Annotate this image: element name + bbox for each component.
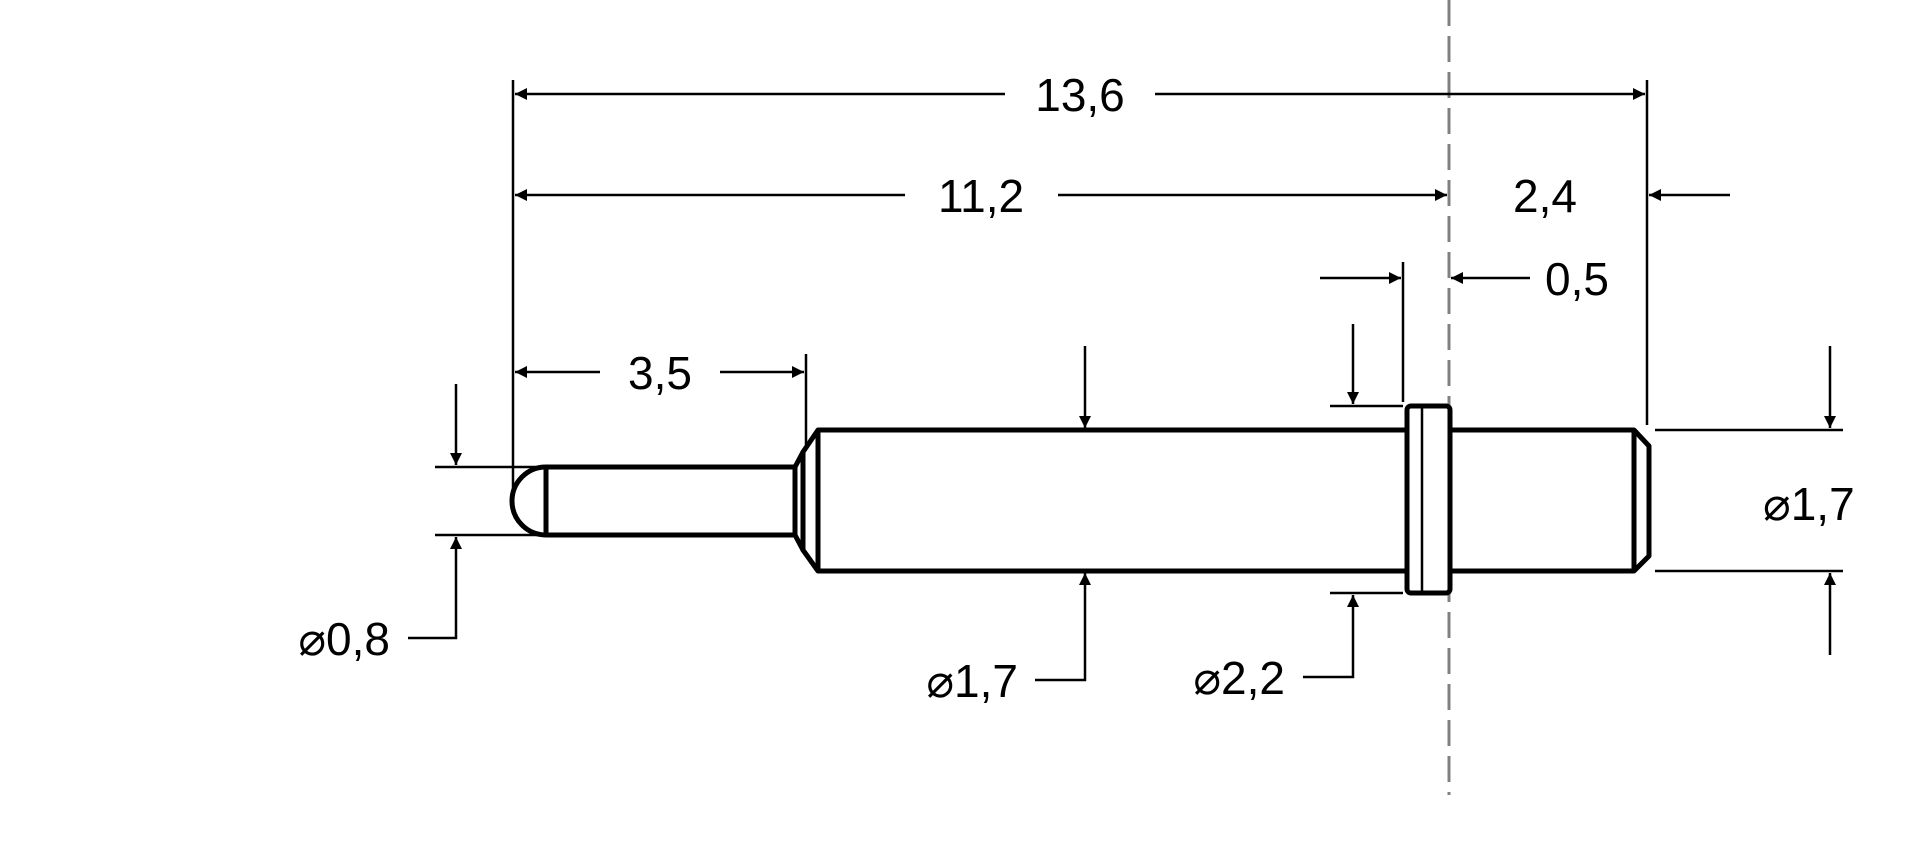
dim-label-overall-length: 13,6 (1035, 69, 1125, 121)
dim-overall-length: 13,6 (515, 69, 1645, 121)
body-diameter-value: 1,7 (954, 655, 1018, 707)
dim-collar-thickness: 0,5 (1320, 253, 1609, 305)
collar-outline (1404, 403, 1453, 596)
dim-label-tip-diameter: ⌀0,8 (298, 613, 390, 665)
tip-outline (509, 464, 798, 538)
extension-lines (435, 80, 1843, 595)
diameter-symbol: ⌀ (1193, 652, 1221, 704)
dim-label-body-diameter: ⌀1,7 (926, 655, 1018, 707)
diameter-symbol: ⌀ (926, 655, 954, 707)
dim-label-collar-diameter: ⌀2,2 (1193, 652, 1285, 704)
dim-label-tail-length: 2,4 (1513, 170, 1577, 222)
dim-tail-diameter: ⌀1,7 (1763, 346, 1855, 655)
body-outline (800, 427, 1410, 574)
tip-diameter-value: 0,8 (326, 613, 390, 665)
pin-outline (509, 403, 1652, 596)
diameter-symbol: ⌀ (1763, 478, 1791, 530)
dim-label-tail-diameter: ⌀1,7 (1763, 478, 1855, 530)
dim-label-tip-length: 3,5 (628, 347, 692, 399)
tail-outline (1450, 427, 1652, 574)
diameter-symbol: ⌀ (298, 613, 326, 665)
dim-label-body-length: 11,2 (938, 170, 1024, 222)
dim-label-collar-thickness: 0,5 (1545, 253, 1609, 305)
dim-tail-length: 2,4 (1513, 170, 1730, 222)
dim-collar-diameter: ⌀2,2 (1193, 324, 1359, 704)
dim-tip-length: 3,5 (515, 347, 804, 399)
dim-body-diameter: ⌀1,7 (926, 346, 1091, 707)
collar-diameter-value: 2,2 (1221, 652, 1285, 704)
dim-body-length: 11,2 (515, 170, 1447, 222)
dim-tip-diameter: ⌀0,8 (298, 384, 462, 665)
tail-diameter-value: 1,7 (1791, 478, 1855, 530)
